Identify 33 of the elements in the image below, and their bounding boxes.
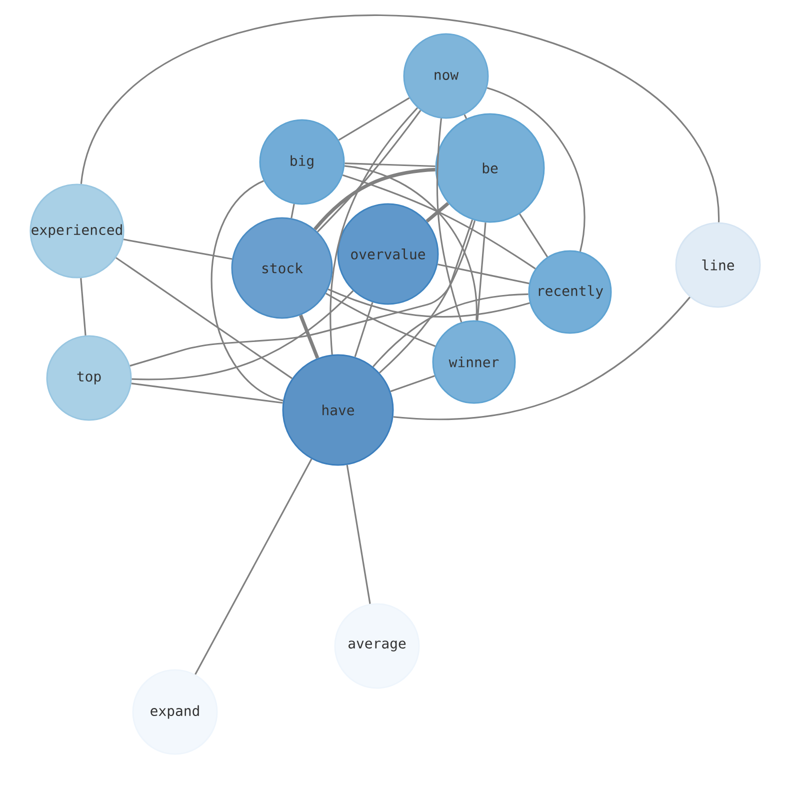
edge-line bbox=[344, 165, 478, 320]
edge-line bbox=[211, 180, 284, 402]
edge-line bbox=[354, 302, 374, 358]
edge-line bbox=[116, 257, 292, 380]
edge-line bbox=[486, 87, 586, 252]
edge-line bbox=[290, 204, 295, 218]
edge-line bbox=[476, 222, 486, 320]
edge-line bbox=[344, 162, 436, 168]
edge-line bbox=[194, 458, 312, 675]
edge-line bbox=[130, 220, 474, 367]
edge-line bbox=[390, 375, 435, 392]
edge-line bbox=[131, 382, 283, 404]
edge-line bbox=[378, 220, 476, 374]
edge-line bbox=[438, 264, 530, 284]
edge-line bbox=[328, 288, 530, 318]
edge-line bbox=[519, 214, 548, 258]
edge-line bbox=[372, 293, 528, 368]
edge-line bbox=[314, 168, 436, 230]
edge-line bbox=[326, 292, 436, 348]
edge-line bbox=[426, 202, 450, 223]
edge-line bbox=[436, 118, 462, 322]
edge-line bbox=[342, 174, 536, 270]
edge-line bbox=[80, 16, 720, 222]
edge-line bbox=[317, 110, 422, 232]
edge-line bbox=[330, 107, 418, 355]
edge-line bbox=[464, 114, 468, 119]
edge-line bbox=[346, 464, 371, 604]
edge-line bbox=[338, 97, 410, 141]
edge-line bbox=[80, 278, 86, 336]
edge-line bbox=[132, 290, 354, 380]
edge-line bbox=[123, 238, 232, 260]
edge-line bbox=[299, 314, 320, 359]
edge-line bbox=[393, 296, 690, 420]
